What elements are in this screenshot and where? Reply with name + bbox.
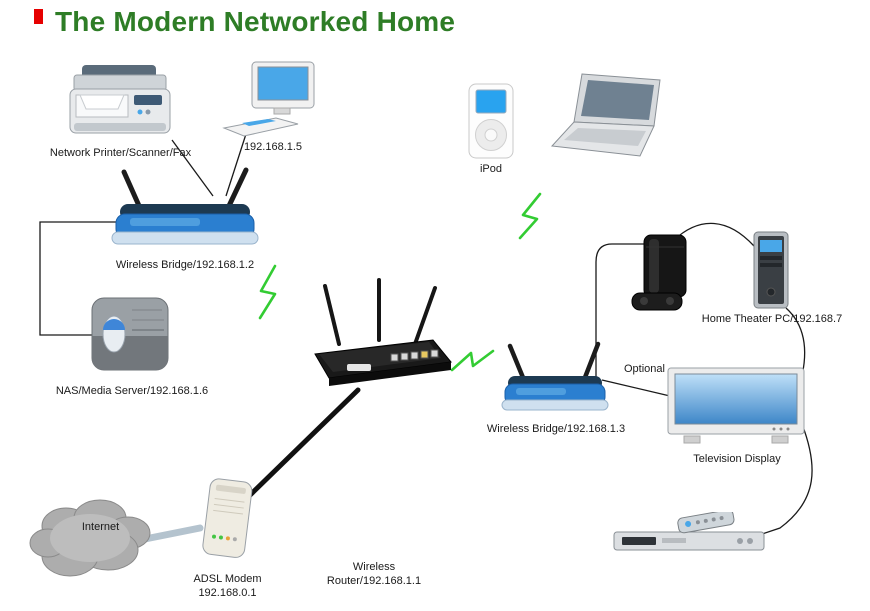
optional-label: Optional [624, 363, 665, 375]
wireless-router-label: Wireless Router/192.168.1.1 [326, 561, 422, 588]
laptop-icon [550, 73, 661, 157]
ipod-icon [468, 83, 514, 159]
wireless-signal-icon-bridge13 [450, 349, 495, 372]
adsl-modem-label-line2: 192.168.0.1 [198, 587, 257, 600]
pc-tower-icon [753, 231, 789, 309]
wire-bridge13-ps3 [595, 243, 644, 378]
wireless-bridge-icon [501, 341, 609, 411]
internet-cloud [28, 488, 163, 588]
adsl-modem-label: ADSL Modem 192.168.0.1 [180, 572, 275, 601]
wire-tv-dvd [761, 423, 813, 535]
wireless-bridge-1-label: Wireless Bridge/192.168.1.2 [115, 259, 255, 271]
television [666, 366, 806, 456]
wire-bridge13-tv [601, 379, 671, 397]
wireless-bridge-1 [110, 166, 260, 254]
nas-icon [91, 297, 169, 371]
nas-label: NAS/Media Server/192.168.1.6 [55, 385, 209, 397]
cable-router-modem [244, 387, 361, 501]
wireless-signal-icon-laptop [518, 192, 542, 240]
printer-label: Network Printer/Scanner/Fax [49, 147, 192, 159]
adsl-modem-label-line1: ADSL Modem [193, 573, 262, 585]
desktop-label: 192.168.1.5 [243, 141, 303, 153]
wireless-bridge-2-label: Wireless Bridge/192.168.1.3 [486, 423, 626, 435]
page-title: The Modern Networked Home [55, 6, 456, 37]
home-theater-pc-label: Home Theater PC/192.168.7 [701, 313, 843, 325]
ipod-label: iPod [479, 163, 503, 175]
internet-cloud-label: Internet [81, 521, 120, 533]
wire-ps3-htpc [673, 222, 755, 247]
cloud-icon [29, 499, 151, 577]
nas-media-server [82, 294, 177, 376]
wireless-router [305, 276, 455, 394]
wireless-signal-icon-bridge12 [258, 264, 277, 320]
ipod [462, 82, 520, 162]
red-mark [34, 9, 43, 24]
cable-modem-internet [136, 524, 204, 544]
game-console [630, 233, 700, 315]
wire-printer-bridge12 [171, 139, 214, 197]
wire-bridge12-nas [39, 221, 118, 336]
wireless-router-icon [314, 278, 452, 386]
desktop-computer [222, 60, 322, 140]
remote-control-icon [677, 512, 735, 534]
wireless-bridge-2 [500, 340, 610, 422]
wire-desktop-bridge12 [225, 133, 247, 197]
television-label: Television Display [693, 453, 781, 465]
adsl-modem [186, 476, 266, 566]
laptop [548, 70, 668, 165]
network-printer [62, 60, 177, 145]
adsl-modem-icon [202, 478, 253, 558]
game-console-icon [631, 234, 687, 311]
desktop-icon [222, 61, 315, 137]
home-theater-pc [745, 230, 797, 312]
television-icon [667, 367, 805, 444]
wireless-bridge-icon [111, 167, 259, 245]
printer-icon [69, 65, 171, 134]
dvd-player-icon [613, 512, 765, 551]
dvd-player [610, 512, 770, 560]
